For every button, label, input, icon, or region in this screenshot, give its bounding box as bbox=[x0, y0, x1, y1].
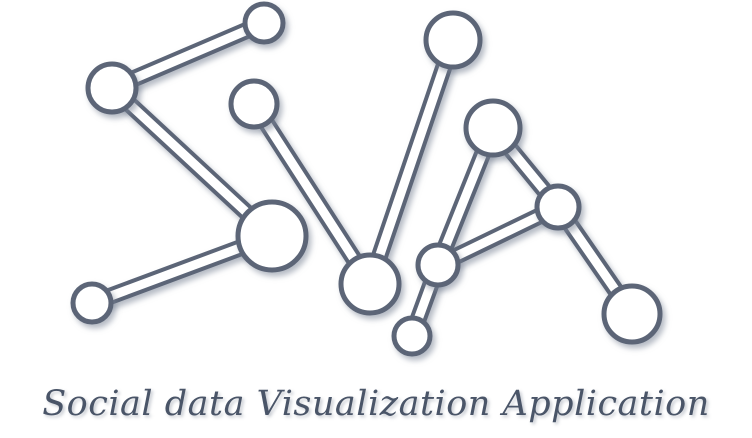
node-a-top bbox=[463, 98, 523, 158]
node-v-right bbox=[423, 10, 483, 70]
node-s-left bbox=[85, 61, 139, 115]
node-a-crossbar-right bbox=[534, 183, 582, 231]
sva-network-logo bbox=[70, 1, 663, 357]
node-s-bottom bbox=[70, 281, 114, 325]
node-a-crossbar-left bbox=[415, 242, 461, 288]
node-s-top bbox=[242, 1, 286, 45]
node-v-bottom bbox=[338, 252, 402, 316]
logo-tagline: Social data Visualization Application bbox=[42, 384, 710, 424]
graph-nodes bbox=[70, 1, 663, 357]
node-a-bottom-left bbox=[391, 315, 433, 357]
node-s-middle bbox=[235, 199, 309, 273]
node-v-left bbox=[228, 78, 280, 130]
node-a-bottom-right bbox=[601, 283, 663, 345]
